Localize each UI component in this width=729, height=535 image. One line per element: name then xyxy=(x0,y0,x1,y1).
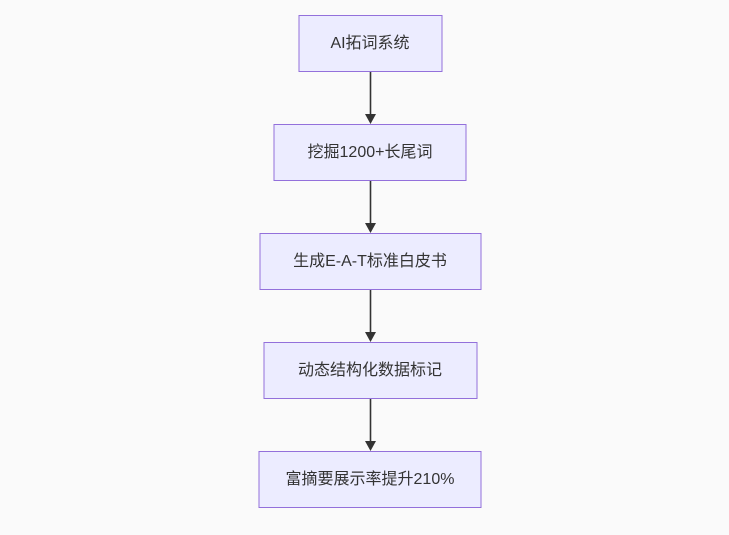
flow-node-5-label: 富摘要展示率提升210% xyxy=(285,470,455,488)
flow-arrow-down-icon xyxy=(364,72,376,124)
flow-node-3-label: 生成E-A-T标准白皮书 xyxy=(293,252,447,270)
flow-node-1: AI拓词系统 xyxy=(298,15,442,72)
flow-node-5: 富摘要展示率提升210% xyxy=(258,451,482,508)
flow-node-1-label: AI拓词系统 xyxy=(330,34,410,52)
flow-node-3: 生成E-A-T标准白皮书 xyxy=(259,233,481,290)
flow-arrow-down-icon xyxy=(364,399,376,451)
flow-node-4: 动态结构化数据标记 xyxy=(263,342,477,399)
flowchart-column: AI拓词系统 挖掘1200+长尾词 生成E-A-T标准白皮书 动态结构化数据标记 xyxy=(258,15,482,508)
flow-arrow-down-icon xyxy=(364,290,376,342)
flow-node-2-label: 挖掘1200+长尾词 xyxy=(307,143,433,161)
flow-arrow-down-icon xyxy=(364,181,376,233)
flow-node-4-label: 动态结构化数据标记 xyxy=(297,361,442,379)
flow-node-2: 挖掘1200+长尾词 xyxy=(273,124,467,181)
